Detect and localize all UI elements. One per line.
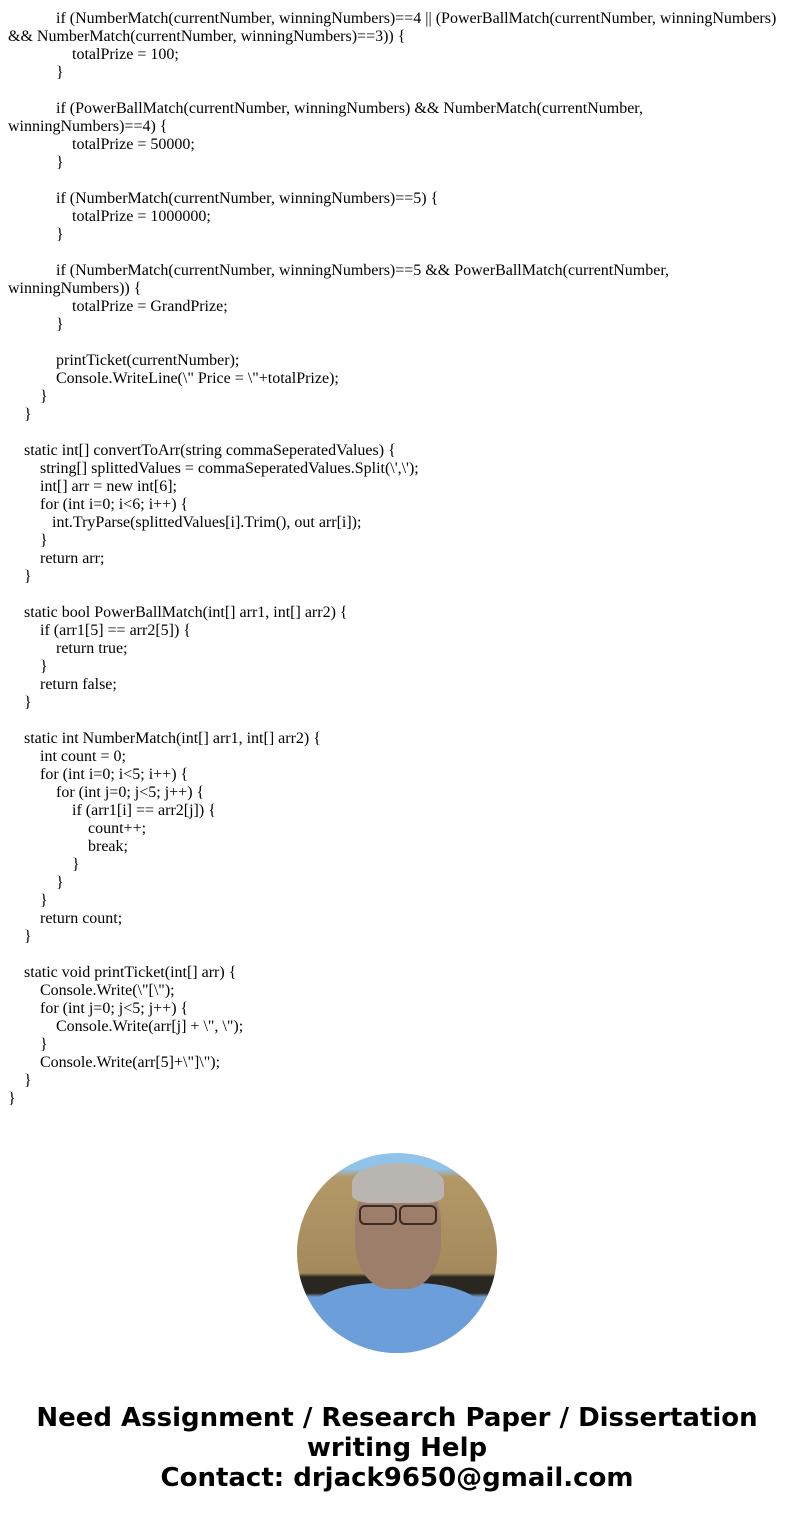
code-line: } [56,316,64,333]
code-line: } [56,226,64,243]
author-avatar [297,1153,497,1353]
code-line [8,82,788,100]
code-line: count++; [88,820,147,837]
code-line: } [40,532,48,549]
code-line: && NumberMatch(currentNumber, winningNum… [8,28,406,45]
code-line: if (arr1[i] == arr2[j]) { [72,802,216,819]
code-line: } [56,64,64,81]
code-line [8,172,788,190]
code-line [8,712,788,730]
code-line: Console.WriteLine(\" Price = \"+totalPri… [56,370,339,387]
code-line: return arr; [40,550,105,567]
code-line: } [72,856,80,873]
code-line: return count; [40,910,123,927]
code-line: totalPrize = 50000; [72,136,195,153]
code-line: if (PowerBallMatch(currentNumber, winnin… [56,100,643,117]
code-line: } [40,892,48,909]
code-line: if (NumberMatch(currentNumber, winningNu… [56,262,670,279]
code-line: } [40,1036,48,1053]
avatar-shirt [307,1283,487,1353]
code-line: } [24,694,32,711]
code-line: } [8,1090,16,1107]
code-line: for (int j=0; j<5; j++) { [40,1000,189,1017]
code-listing: if (NumberMatch(currentNumber, winningNu… [8,10,788,1108]
code-line: for (int i=0; i<6; i++) { [40,496,189,513]
code-line: if (arr1[5] == arr2[5]) { [40,622,191,639]
code-line: return false; [40,676,117,693]
code-line: int count = 0; [40,748,126,765]
banner-line-1: Need Assignment / Research Paper / Disse… [36,1403,758,1433]
avatar-glasses [357,1205,437,1225]
code-line [8,244,788,262]
code-line: winningNumbers)) { [8,280,142,297]
banner-line-2: writing Help [306,1433,488,1463]
code-line: } [40,658,48,675]
contact-banner: Need Assignment / Research Paper / Disse… [0,1403,794,1493]
code-line: } [24,406,32,423]
code-line: winningNumbers)==4) { [8,118,168,135]
code-line: for (int i=0; i<5; i++) { [40,766,189,783]
code-line: static int NumberMatch(int[] arr1, int[]… [24,730,321,747]
code-line: } [24,928,32,945]
code-line: string[] splittedValues = commaSeperated… [40,460,419,477]
code-line: } [24,1072,32,1089]
code-line: printTicket(currentNumber); [56,352,240,369]
code-line: Console.Write(arr[j] + \", \"); [56,1018,244,1035]
code-line: totalPrize = 1000000; [72,208,211,225]
code-line: static void printTicket(int[] arr) { [24,964,237,981]
banner-contact-line: Contact: drjack9650@gmail.com [160,1463,634,1493]
code-line: } [56,874,64,891]
code-line: Console.Write(\"[\"); [40,982,175,999]
code-line: if (NumberMatch(currentNumber, winningNu… [56,10,777,27]
code-line: static bool PowerBallMatch(int[] arr1, i… [24,604,348,621]
code-line: static int[] convertToArr(string commaSe… [24,442,396,459]
code-line: totalPrize = GrandPrize; [72,298,228,315]
code-line [8,586,788,604]
code-line: Console.Write(arr[5]+\"]\"); [40,1054,221,1071]
avatar-hair [352,1163,444,1203]
code-line [8,946,788,964]
code-line: } [24,568,32,585]
code-line: } [56,154,64,171]
code-line: break; [88,838,128,855]
code-line: int.TryParse(splittedValues[i].Trim(), o… [52,514,362,531]
code-line: int[] arr = new int[6]; [40,478,177,495]
code-line: } [40,388,48,405]
code-line [8,424,788,442]
code-line: if (NumberMatch(currentNumber, winningNu… [56,190,439,207]
code-line: for (int j=0; j<5; j++) { [56,784,205,801]
code-line: return true; [56,640,128,657]
code-line [8,334,788,352]
code-line: totalPrize = 100; [72,46,179,63]
